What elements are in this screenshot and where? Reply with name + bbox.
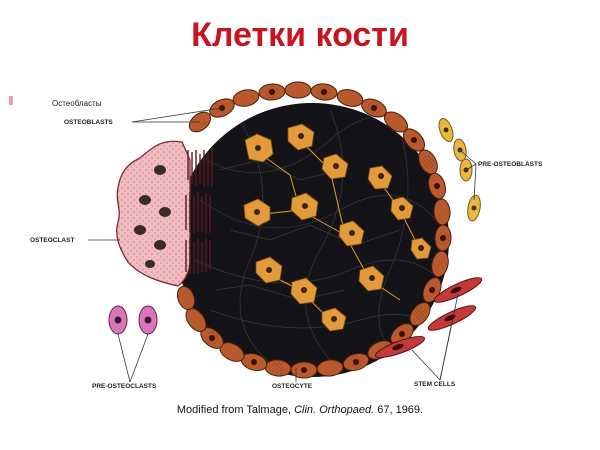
- page-title: Клетки кости: [191, 16, 409, 54]
- label-pre-osteoblasts: PRE-OSTEOBLASTS: [478, 161, 543, 168]
- source-credit: Modified from Talmage, Clin. Orthopaed. …: [0, 404, 600, 416]
- osteoclast-nuclei: [134, 165, 171, 268]
- label-stem-cells: STEM CELLS: [414, 381, 456, 388]
- label-osteocyte: OSTEOCYTE: [272, 383, 313, 390]
- label-pre-osteoclasts: PRE-OSTEOCLASTS: [92, 383, 157, 390]
- ruffled-border: [185, 148, 213, 274]
- pointer-lines: [88, 107, 477, 383]
- credit-prefix: Modified from Talmage,: [176, 404, 295, 416]
- label-osteoblasts: OSTEOBLASTS: [64, 119, 113, 126]
- decorative-mark: [9, 96, 13, 105]
- pre-osteoclast-nuclei: [114, 316, 152, 324]
- osteocyte-nuclei: [254, 133, 424, 322]
- credit-journal: Clin. Orthopaed.: [294, 404, 375, 416]
- label-osteoblasts-ru: Остеобласты: [52, 99, 102, 108]
- osteoclast-cell: [116, 140, 213, 287]
- label-osteoclast: OSTEOCLAST: [30, 237, 74, 244]
- credit-suffix: 67, 1969.: [374, 404, 424, 416]
- stem-cell-nuclei: [392, 286, 462, 351]
